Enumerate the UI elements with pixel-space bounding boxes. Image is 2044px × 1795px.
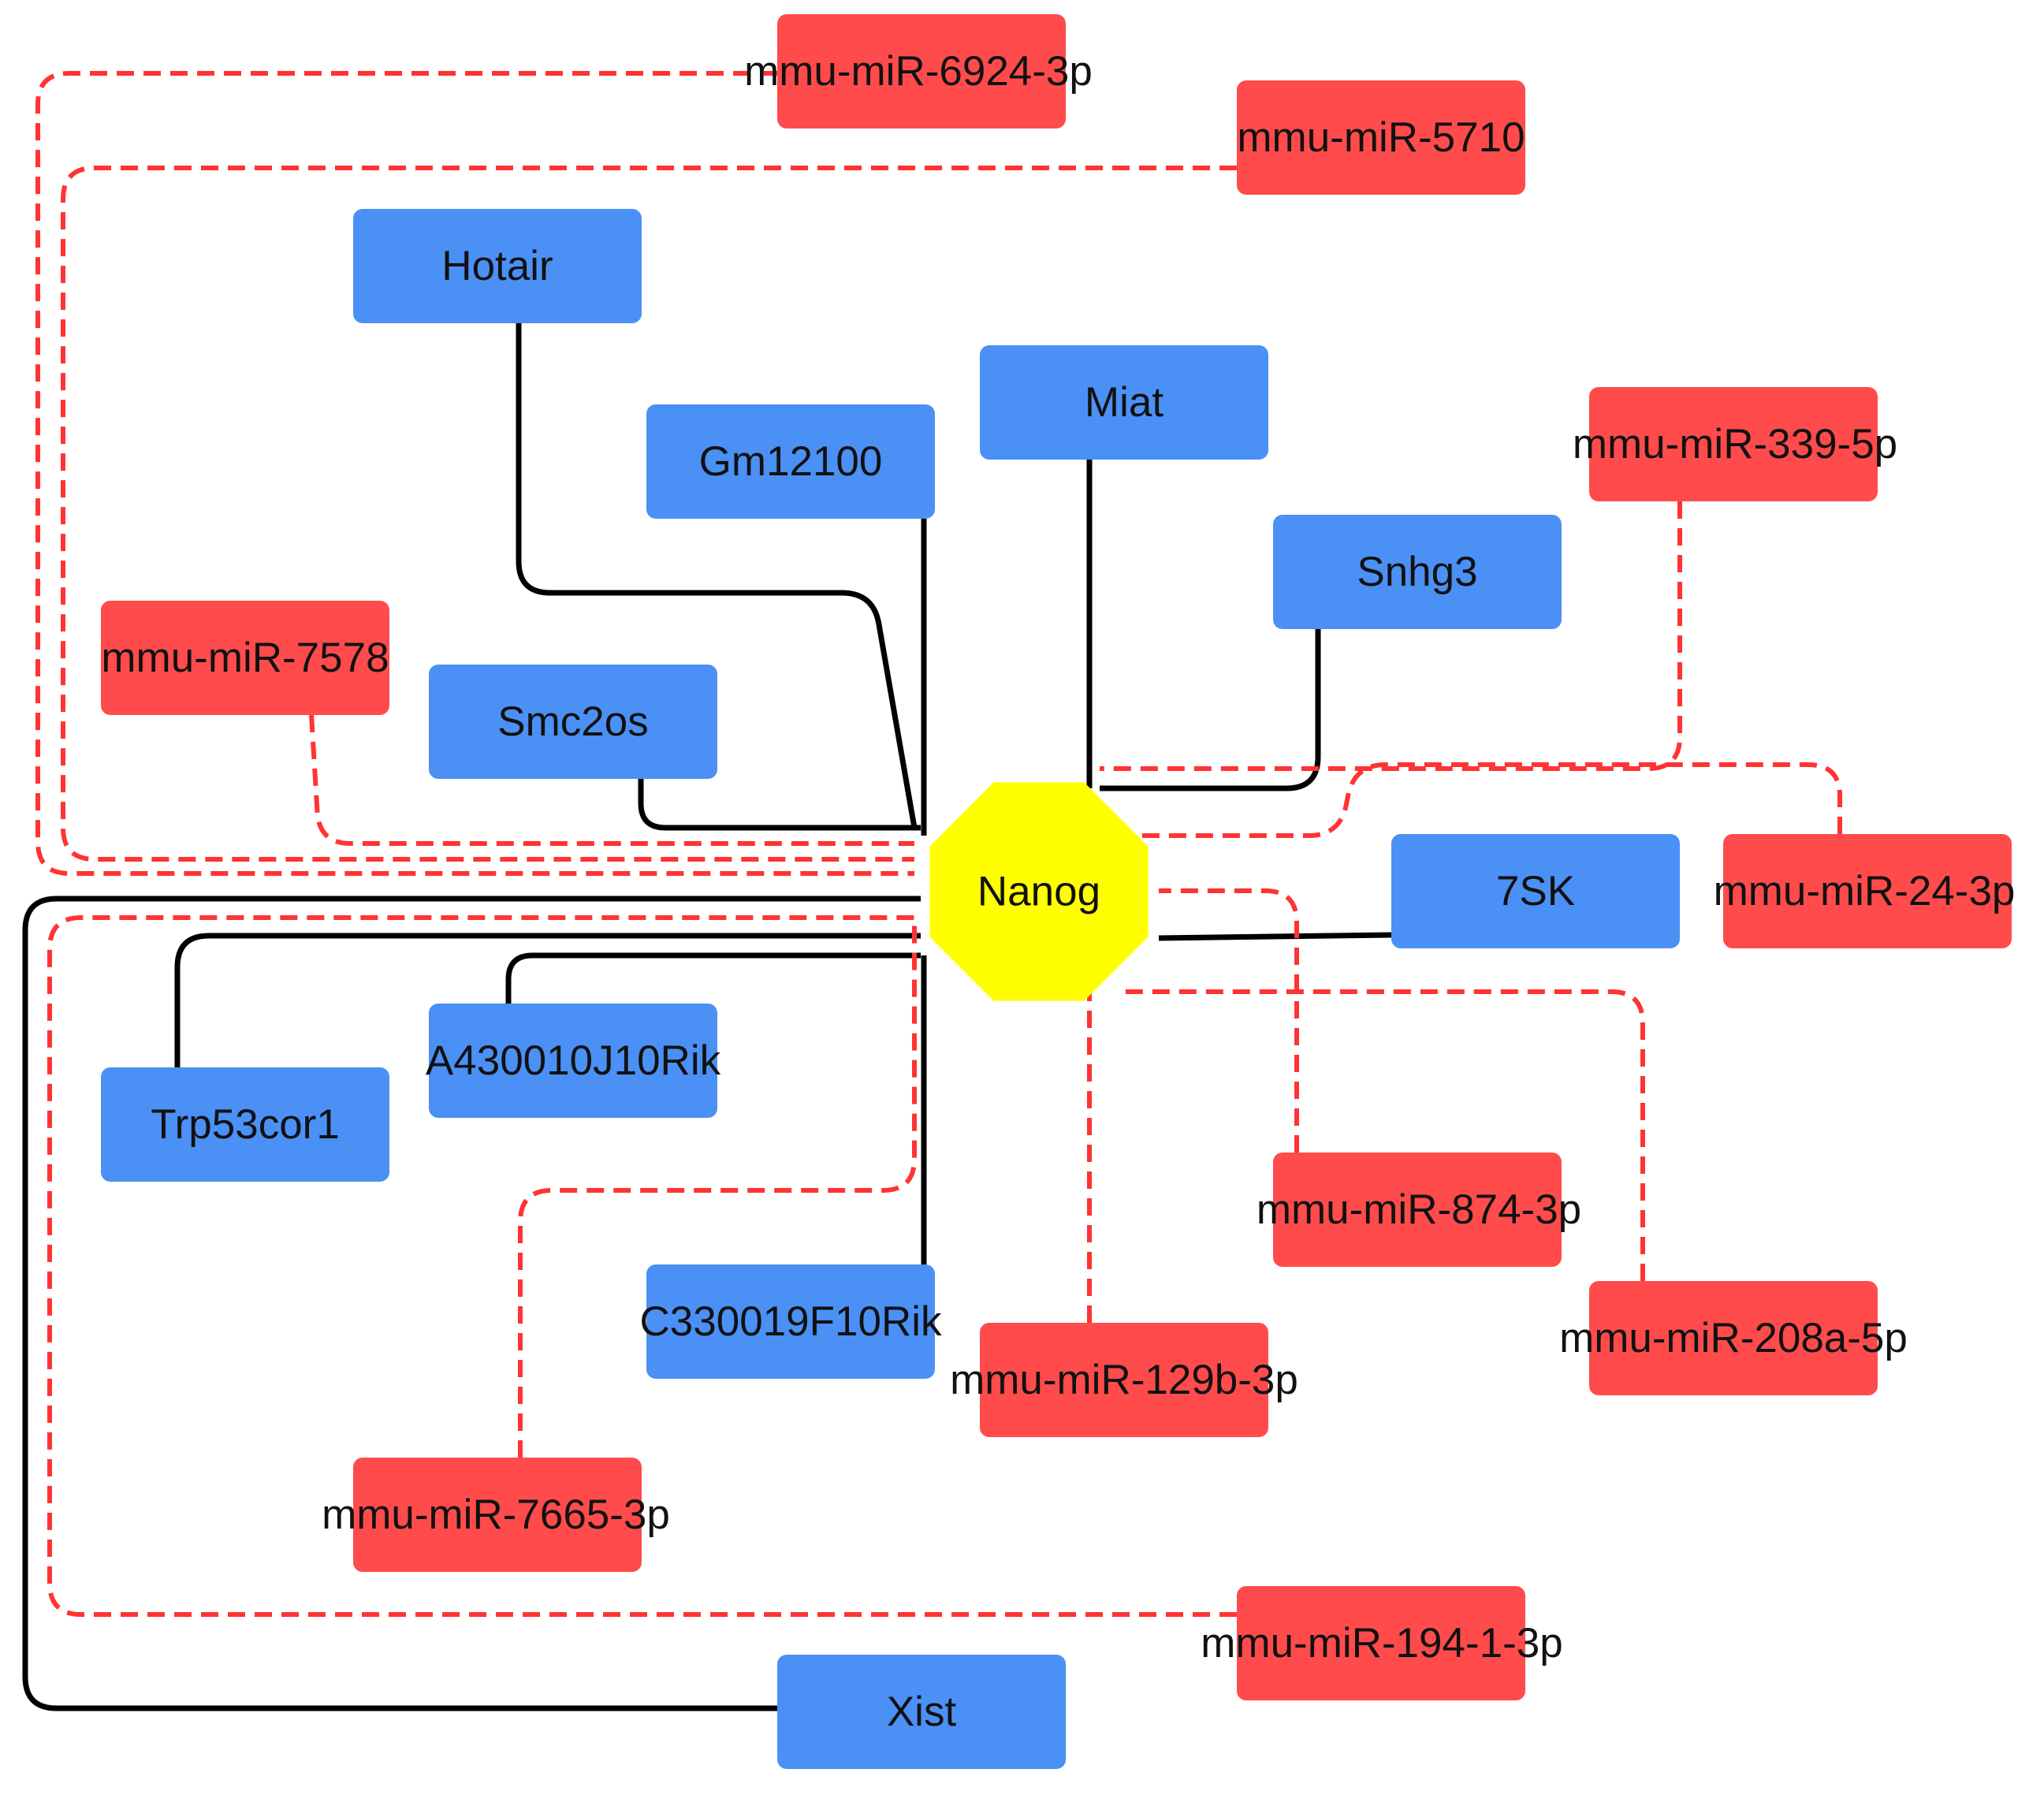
mirna-box (1723, 834, 2012, 948)
mirna-box (101, 601, 389, 715)
mirna-label: mmu-miR-5710 (1237, 114, 1525, 161)
lncrna-label: Hotair (441, 243, 553, 289)
mirna-label: mmu-miR-208a-5p (1559, 1315, 1908, 1361)
lncrna-label: Trp53cor1 (151, 1101, 340, 1148)
lncrna-node-gm12100: Gm12100 (646, 404, 935, 519)
mirna-box (1589, 1281, 1878, 1395)
dashed-edge-mir5710 (61, 166, 1237, 862)
mirna-label: mmu-miR-6924-3p (744, 48, 1093, 95)
hub-octagon (929, 782, 1149, 1001)
mirna-label: mmu-miR-339-5p (1573, 421, 1897, 467)
lncrna-box (429, 665, 717, 779)
mirna-box (1589, 387, 1878, 501)
solid-edge-snhg3 (1100, 629, 1321, 791)
hub-label: Nanog (977, 869, 1100, 915)
dashed-edge-mir194 (47, 915, 1237, 1617)
mirna-box (1273, 1153, 1562, 1267)
lncrna-box (101, 1067, 389, 1182)
mirna-box (980, 1323, 1268, 1437)
dashed-edge-mir874 (1159, 888, 1299, 1153)
lncrna-label: Miat (1085, 379, 1163, 426)
lncrna-label: Xist (887, 1689, 957, 1735)
mirna-box (353, 1458, 642, 1572)
lncrna-node-snhg3: Snhg3 (1273, 515, 1562, 629)
mirna-label: mmu-miR-7578 (101, 635, 389, 681)
mirna-node-mir194: mmu-miR-194-1-3p (1201, 1586, 1563, 1700)
lncrna-node-a430010j10rik: A430010J10Rik (426, 1004, 721, 1118)
lncrna-node-xist: Xist (777, 1655, 1066, 1769)
mirna-node-mir874: mmu-miR-874-3p (1257, 1153, 1581, 1267)
mirna-node-mir6924: mmu-miR-6924-3p (744, 14, 1093, 128)
mirna-node-mir24: mmu-miR-24-3p (1714, 834, 2016, 948)
lncrna-box (1273, 515, 1562, 629)
mirna-label: mmu-miR-7665-3p (322, 1491, 670, 1538)
mirna-node-mir5710: mmu-miR-5710 (1237, 80, 1525, 195)
lncrna-box (646, 1264, 935, 1379)
lncrna-label: A430010J10Rik (426, 1037, 721, 1084)
mirna-node-mir208a: mmu-miR-208a-5p (1559, 1281, 1908, 1395)
lncrna-box (429, 1004, 717, 1118)
solid-edge-7sk (1158, 932, 1392, 941)
dashed-edge-mir7578 (309, 714, 914, 846)
lncrna-node-c330019f10rik: C330019F10Rik (639, 1264, 942, 1379)
lncrna-label: C330019F10Rik (639, 1298, 942, 1345)
mirna-label: mmu-miR-194-1-3p (1201, 1620, 1562, 1667)
mirna-box (1237, 1586, 1525, 1700)
mirna-node-mir339: mmu-miR-339-5p (1573, 387, 1897, 501)
lncrna-node-miat: Miat (980, 345, 1268, 460)
dashed-edge-mir208a (1119, 989, 1645, 1281)
lncrna-label: Snhg3 (1357, 549, 1477, 595)
lncrna-node-trp53cor1: Trp53cor1 (101, 1067, 389, 1182)
lncrna-box (980, 345, 1268, 460)
dashed-edge-mir24 (1115, 762, 1842, 838)
lncrna-label: Gm12100 (699, 438, 883, 485)
mirna-box (1237, 80, 1525, 195)
lncrna-box (353, 209, 642, 323)
edges-layer (22, 71, 1842, 1711)
mirna-label: mmu-miR-874-3p (1257, 1186, 1581, 1233)
dashed-edge-mir7665 (518, 924, 917, 1458)
dashed-edge-mir6924 (35, 71, 914, 876)
solid-edge-hotair (516, 323, 918, 829)
mirna-node-mir7578: mmu-miR-7578 (101, 601, 389, 715)
mirna-node-mir7665: mmu-miR-7665-3p (322, 1458, 670, 1572)
lncrna-box (1391, 834, 1680, 948)
lncrna-label: 7SK (1496, 868, 1575, 914)
mirna-node-mir129b: mmu-miR-129b-3p (950, 1323, 1298, 1437)
mirna-box (777, 14, 1066, 128)
lncrna-box (646, 404, 935, 519)
solid-edge-smc2os (638, 779, 921, 831)
solid-edge-trp53cor1 (174, 933, 921, 1067)
mirna-label: mmu-miR-129b-3p (950, 1357, 1298, 1403)
lncrna-node-7sk: 7SK (1391, 834, 1680, 948)
lncrna-node-hotair: Hotair (353, 209, 642, 323)
lncrna-box (777, 1655, 1066, 1769)
solid-edge-xist (22, 896, 921, 1711)
mirna-label: mmu-miR-24-3p (1714, 868, 2016, 914)
hub-node-nanog: Nanog (929, 782, 1149, 1001)
lncrna-label: Smc2os (497, 698, 648, 745)
lncrna-node-smc2os: Smc2os (429, 665, 717, 779)
solid-edge-a430010j10rik (505, 952, 921, 1004)
